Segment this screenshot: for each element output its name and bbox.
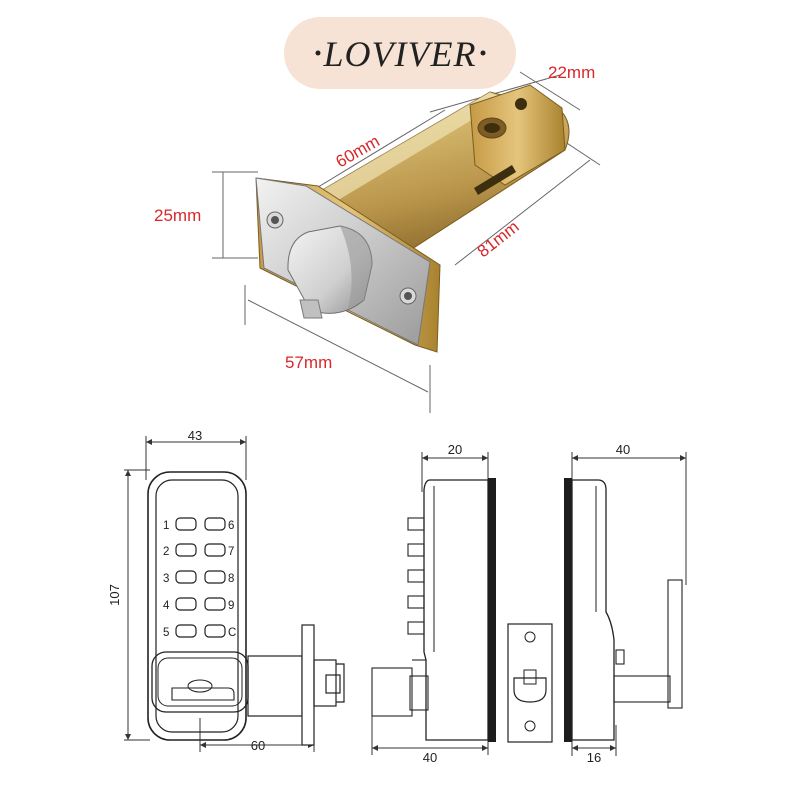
dim-label-plate-height: 25mm <box>154 206 201 225</box>
front-view-drawing: 1 2 3 4 5 6 7 8 9 C 43 107 60 <box>107 428 345 753</box>
side-latch <box>371 659 429 717</box>
brand-badge: LOVIVER <box>284 17 516 89</box>
key-label: 2 <box>163 546 169 558</box>
key-2 <box>175 543 197 557</box>
strike-plate <box>507 623 553 743</box>
brand-name: LOVIVER <box>323 34 477 74</box>
lever-handle-inner <box>157 657 243 707</box>
dim-label-width: 22mm <box>548 63 595 82</box>
rear-view-drawing: 40 16 <box>564 442 687 765</box>
front-housing-inner <box>155 479 239 733</box>
spindle-hole-inner <box>484 123 500 133</box>
dim-label-side-depth: 20 <box>448 442 462 457</box>
key-4 <box>175 597 197 611</box>
key-5 <box>175 624 197 638</box>
dim-label-plate-width: 57mm <box>285 353 332 372</box>
latch-slot <box>474 165 516 195</box>
key-label: 8 <box>228 573 234 585</box>
key-label: 6 <box>228 520 234 532</box>
key-label: 9 <box>228 600 234 612</box>
key-label: 5 <box>163 627 169 639</box>
lever-handle <box>151 651 249 713</box>
keypad <box>175 517 226 638</box>
key-8 <box>204 570 226 584</box>
front-housing <box>147 471 247 741</box>
key-label: 7 <box>228 546 234 558</box>
key-label: 3 <box>163 573 169 585</box>
key-label: 4 <box>163 600 170 612</box>
rear-door-panel <box>564 478 572 742</box>
dim-label-rear-spindle: 16 <box>587 750 601 765</box>
side-view-drawing: 20 40 <box>371 442 496 765</box>
side-door-panel <box>488 478 496 742</box>
key-c <box>204 624 226 638</box>
key-9 <box>204 597 226 611</box>
tail-pin-hole-icon <box>515 98 527 110</box>
key-label: 1 <box>163 520 169 532</box>
rear-handle <box>613 579 683 709</box>
dim-label-side-latch: 40 <box>423 750 437 765</box>
dim-label-front-latch: 60 <box>251 738 265 753</box>
latch-photo: 22mm 60mm 25mm 81mm 57mm <box>154 63 601 413</box>
dim-label-rear-width: 40 <box>616 442 630 457</box>
brand-dot-left-icon <box>315 50 321 56</box>
side-housing <box>423 479 489 741</box>
brand-dot-right-icon <box>480 50 486 56</box>
latch-tail <box>469 84 566 186</box>
key-7 <box>204 543 226 557</box>
dim-label-front-height: 107 <box>107 584 122 606</box>
front-latch <box>247 624 345 746</box>
latch-bolt-shade <box>340 226 372 308</box>
latch-bolt-tip <box>299 299 323 319</box>
latch-body-highlight <box>312 92 505 205</box>
key-6 <box>204 517 226 531</box>
rear-housing <box>571 479 615 741</box>
dim-label-front-width: 43 <box>188 428 202 443</box>
key-1 <box>175 517 197 531</box>
screw-hole-bottom-inner <box>404 292 412 300</box>
key-label: C <box>228 627 236 639</box>
side-keys <box>407 517 425 635</box>
screw-hole-top-inner <box>271 216 279 224</box>
lever-hub <box>187 679 213 693</box>
lever-grip <box>171 687 235 701</box>
key-3 <box>175 570 197 584</box>
dim-label-total-length: 81mm <box>474 217 523 261</box>
brand-badge-bg <box>284 17 516 89</box>
